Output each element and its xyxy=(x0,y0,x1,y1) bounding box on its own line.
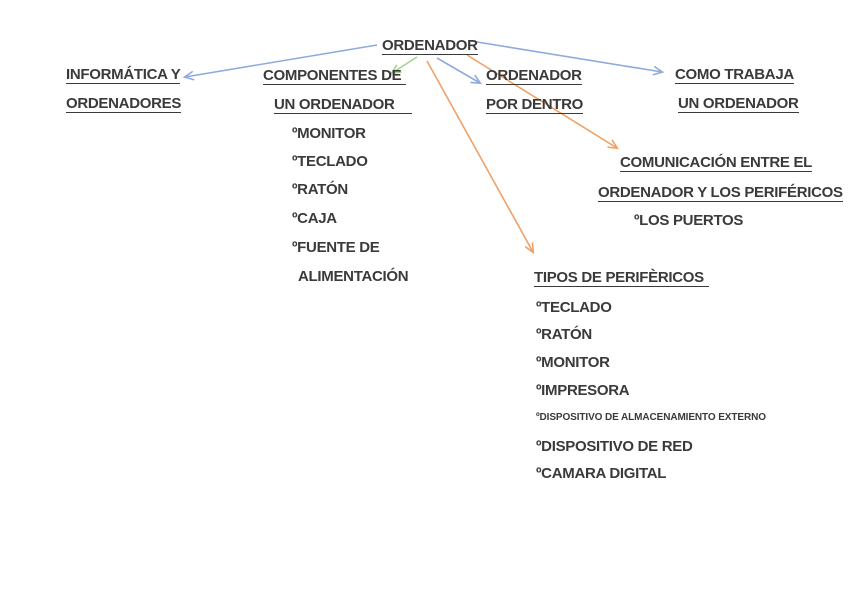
branch-tipos-title: TIPOS DE PERIFÈRICOS xyxy=(534,269,709,288)
branch-componentes-line2: UN ORDENADOR xyxy=(274,96,412,115)
branch-comunicacion-line1: COMUNICACIÓN ENTRE EL xyxy=(620,154,813,173)
branch-por-dentro-line2: POR DENTRO xyxy=(486,96,584,115)
branch-como-trabaja-line2: UN ORDENADOR xyxy=(678,95,799,114)
branch-informatica-line2: ORDENADORES xyxy=(66,95,182,114)
tipos-item: ºDISPOSITIVO DE RED xyxy=(536,438,693,455)
tipos-item: ºRATÓN xyxy=(536,326,592,343)
tipos-item-small: ºDISPOSITIVO DE ALMACENAMIENTO EXTERNO xyxy=(536,412,766,423)
comunicacion-item: ºLOS PUERTOS xyxy=(634,212,744,229)
componentes-item-continuation: ALIMENTACIÓN xyxy=(298,268,409,285)
arrow-root-to-por-dentro xyxy=(436,57,483,85)
componentes-item: ºMONITOR xyxy=(292,125,366,142)
componentes-item: ºFUENTE DE xyxy=(292,239,380,256)
componentes-item: ºTECLADO xyxy=(292,153,368,170)
branch-comunicacion-line2: ORDENADOR Y LOS PERIFÉRICOS xyxy=(598,184,843,203)
branch-informatica-line1: INFORMÁTICA Y xyxy=(66,66,181,85)
branch-por-dentro-line1: ORDENADOR xyxy=(486,67,582,86)
tipos-item: ºIMPRESORA xyxy=(536,382,630,399)
componentes-item: ºRATÓN xyxy=(292,181,348,198)
branch-componentes-line1: COMPONENTES DE xyxy=(263,67,407,86)
arrow-root-to-tipos xyxy=(426,60,535,255)
root-node-label: ORDENADOR xyxy=(382,37,478,56)
tipos-item: ºTECLADO xyxy=(536,299,612,316)
tipos-item: ºMONITOR xyxy=(536,354,610,371)
branch-como-trabaja-line1: COMO TRABAJA xyxy=(675,66,794,85)
root-node: ORDENADOR xyxy=(382,37,478,56)
tipos-item: ºCAMARA DIGITAL xyxy=(536,465,667,482)
componentes-item: ºCAJA xyxy=(292,210,337,227)
